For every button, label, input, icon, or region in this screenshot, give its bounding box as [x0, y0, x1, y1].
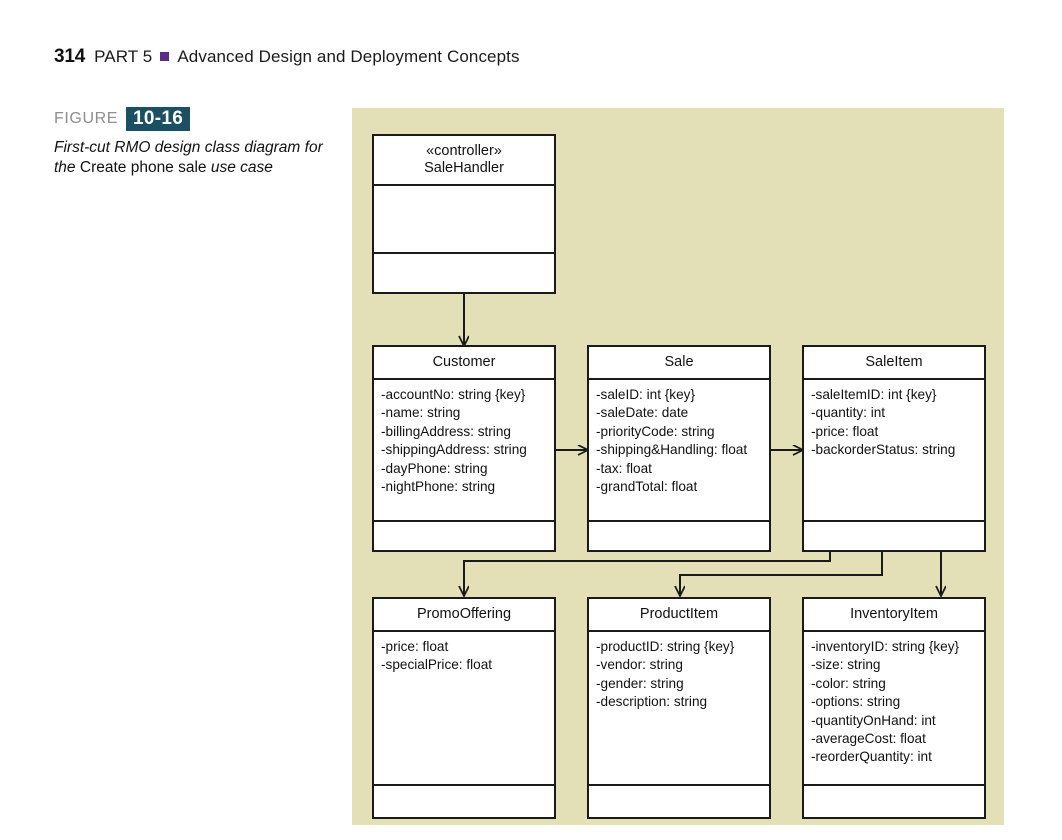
figure-word: FIGURE — [54, 110, 119, 127]
class-name-customer: Customer — [374, 347, 554, 380]
figure-caption-part3: Create phone sale — [79, 159, 207, 176]
attribute-row: -color: string — [811, 675, 886, 691]
class-name-promooffering: PromoOffering — [374, 599, 554, 632]
class-name-sale: Sale — [589, 347, 769, 380]
class-title-saleitem: SaleItem — [865, 354, 923, 370]
class-name-inventoryitem: InventoryItem — [804, 599, 984, 632]
attribute-row: -name: string — [381, 405, 461, 421]
class-box-productitem[interactable]: ProductItem -productID: string {key} -ve… — [587, 597, 771, 819]
attribute-row: -shippingAddress: string — [381, 442, 527, 458]
attribute-row: -nightPhone: string — [381, 479, 496, 495]
figure-number-badge: 10-16 — [126, 106, 191, 132]
attribute-row: -description: string — [596, 694, 708, 710]
class-stereotype-salehandler: «controller» — [426, 143, 502, 159]
attribute-row: -saleDate: date — [596, 405, 689, 421]
class-attributes-salehandler — [374, 186, 554, 254]
attribute-row: -vendor: string — [596, 657, 683, 673]
attribute-row: -specialPrice: float — [381, 657, 493, 673]
class-attributes-inventoryitem: -inventoryID: string {key} -size: string… — [804, 632, 984, 786]
class-box-salehandler[interactable]: «controller» SaleHandler — [372, 134, 556, 294]
attribute-row: -price: float — [811, 423, 879, 439]
figure-caption-part1: First-cut RMO design class diagram for — [54, 139, 323, 156]
figure-caption-part4: use case — [210, 159, 273, 176]
class-operations-promooffering — [374, 786, 554, 817]
connector-saleitem-promooffering — [464, 544, 831, 596]
connector-saleitem-productitem — [680, 544, 883, 596]
class-box-inventoryitem[interactable]: InventoryItem -inventoryID: string {key}… — [802, 597, 986, 819]
figure-title-line: FIGURE 10-16 — [54, 106, 344, 132]
part-title: Advanced Design and Deployment Concepts — [177, 47, 520, 66]
class-box-sale[interactable]: Sale -saleID: int {key} -saleDate: date … — [587, 345, 771, 552]
class-box-customer[interactable]: Customer -accountNo: string {key} -name:… — [372, 345, 556, 552]
attribute-row: -accountNo: string {key} — [381, 387, 526, 402]
figure-caption-part2: the — [54, 159, 76, 176]
class-operations-saleitem — [804, 522, 984, 550]
attribute-row: -averageCost: float — [811, 731, 926, 747]
class-title-salehandler: SaleHandler — [424, 160, 504, 176]
attribute-row: -size: string — [811, 657, 881, 673]
attribute-row: -shipping&Handling: float — [596, 442, 748, 458]
class-operations-productitem — [589, 786, 769, 817]
class-box-promooffering[interactable]: PromoOffering -price: float -specialPric… — [372, 597, 556, 819]
class-title-promooffering: PromoOffering — [416, 606, 512, 622]
attribute-row: -tax: float — [596, 460, 652, 476]
class-attributes-productitem: -productID: string {key} -vendor: string… — [589, 632, 769, 786]
attribute-row: -quantity: int — [811, 405, 886, 421]
page-number: 314 — [54, 46, 86, 67]
class-attributes-saleitem: -saleItemID: int {key} -quantity: int -p… — [804, 380, 984, 522]
square-bullet-icon — [160, 51, 170, 61]
class-name-salehandler: «controller» SaleHandler — [374, 136, 554, 186]
class-title-productitem: ProductItem — [639, 606, 719, 622]
class-operations-inventoryitem — [804, 786, 984, 817]
class-attributes-sale: -saleID: int {key} -saleDate: date -prio… — [589, 380, 769, 522]
figure-description: First-cut RMO design class diagram for t… — [54, 138, 344, 178]
attribute-row: -inventoryID: string {key} — [811, 639, 960, 654]
class-operations-salehandler — [374, 254, 554, 292]
attribute-row: -quantityOnHand: int — [811, 712, 936, 728]
part-label: PART 5 — [94, 47, 153, 66]
attribute-row: -dayPhone: string — [381, 460, 488, 476]
class-title-sale: Sale — [664, 354, 694, 370]
class-title-inventoryitem: InventoryItem — [850, 606, 938, 622]
attribute-row: -gender: string — [596, 675, 684, 691]
class-attributes-customer: -accountNo: string {key} -name: string -… — [374, 380, 554, 522]
figure-caption: FIGURE 10-16 First-cut RMO design class … — [54, 106, 344, 178]
attribute-row: -price: float — [381, 639, 449, 654]
attribute-row: -priorityCode: string — [596, 423, 715, 439]
attribute-row: -reorderQuantity: int — [811, 749, 932, 765]
attribute-row: -options: string — [811, 694, 901, 710]
attribute-row: -productID: string {key} — [596, 639, 735, 654]
class-diagram-panel: «controller» SaleHandler Customer -accou… — [352, 108, 1004, 825]
class-name-productitem: ProductItem — [589, 599, 769, 632]
class-attributes-promooffering: -price: float -specialPrice: float — [374, 632, 554, 786]
relationship-connectors — [352, 292, 1004, 825]
attribute-row: -saleID: int {key} — [596, 387, 695, 402]
class-box-saleitem[interactable]: SaleItem -saleItemID: int {key} -quantit… — [802, 345, 986, 552]
attribute-row: -saleItemID: int {key} — [811, 387, 937, 402]
class-name-saleitem: SaleItem — [804, 347, 984, 380]
class-operations-customer — [374, 522, 554, 550]
attribute-row: -billingAddress: string — [381, 423, 511, 439]
attribute-row: -grandTotal: float — [596, 479, 698, 495]
class-title-customer: Customer — [432, 354, 496, 370]
attribute-row: -backorderStatus: string — [811, 442, 956, 458]
class-operations-sale — [589, 522, 769, 550]
page-header: 314 PART 5 Advanced Design and Deploymen… — [54, 46, 520, 68]
